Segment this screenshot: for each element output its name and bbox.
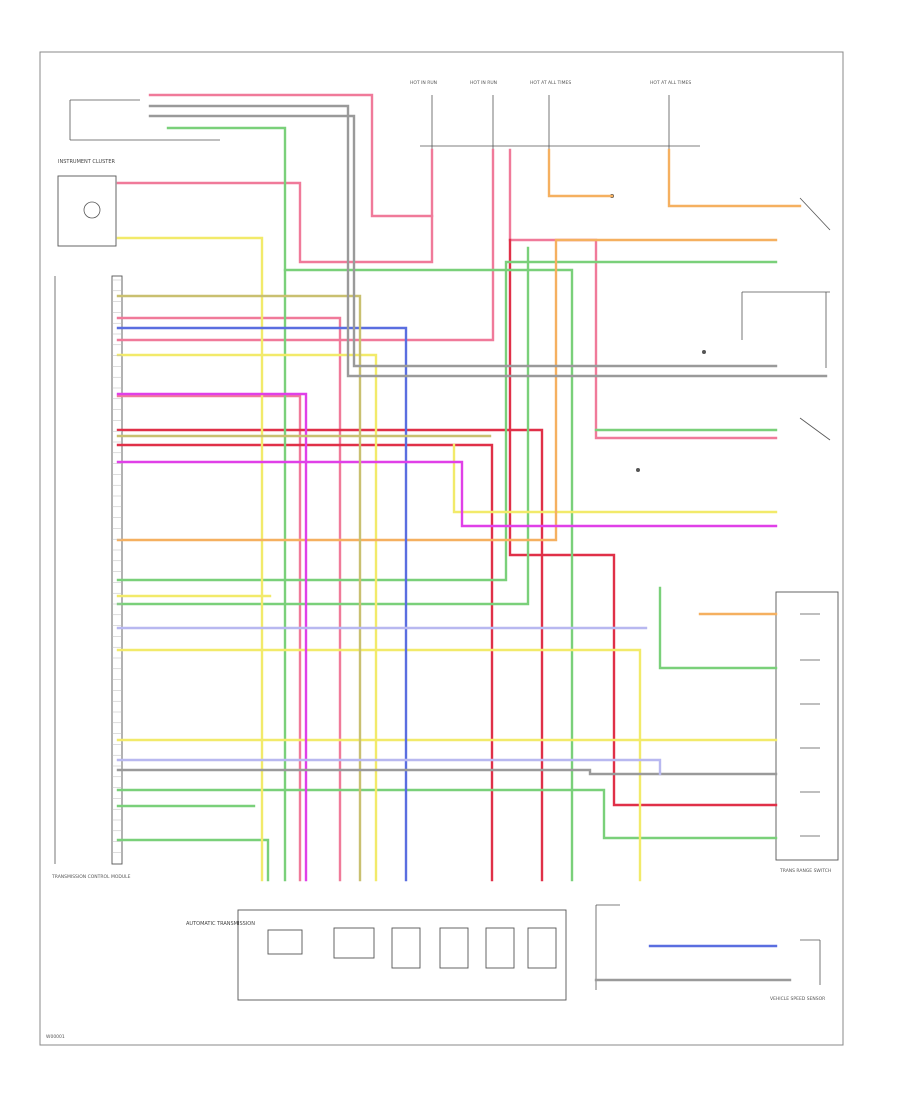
wire-olive-1	[116, 294, 362, 882]
diagram-border	[39, 51, 844, 1046]
instrument-cluster: INSTRUMENT CLUSTER	[57, 99, 220, 247]
vehicle-speed-sensor: VEHICLE SPEED SENSOR	[595, 904, 825, 1002]
wire-green-4	[116, 246, 530, 606]
transmission-control-module: TRANSMISSION CONTROL MODULE	[51, 275, 131, 880]
wire-orange-2	[667, 148, 802, 208]
vss-label: VEHICLE SPEED SENSOR	[770, 996, 825, 1002]
wires	[116, 93, 828, 982]
wire-magenta-1	[116, 392, 308, 882]
wire-green-6	[658, 586, 778, 670]
fuse-label-4: HOT AT ALL TIMES	[650, 80, 691, 86]
wire-lavender-2	[116, 758, 662, 776]
wire-gray-2	[148, 114, 778, 368]
wire-blue-1	[116, 326, 408, 882]
wire-yellow-5	[452, 443, 778, 514]
pcm-label: TRANSMISSION CONTROL MODULE	[51, 874, 131, 880]
wire-pink-4	[116, 316, 342, 882]
fuse-feeds: HOT IN RUN HOT IN RUN HOT AT ALL TIMES H…	[410, 80, 700, 150]
wire-green-7	[116, 788, 778, 840]
wire-yellow-2	[116, 353, 378, 882]
wire-gray-3	[116, 768, 778, 776]
wire-green-5	[116, 838, 270, 882]
wire-yellow-3	[116, 648, 642, 882]
range-switch-label: TRANS RANGE SWITCH	[779, 868, 831, 874]
fuse-label-1: HOT IN RUN	[410, 80, 437, 86]
instrument-cluster-label: INSTRUMENT CLUSTER	[58, 159, 116, 165]
trans-range-switch: TRANS RANGE SWITCH	[775, 591, 839, 874]
wire-green-2	[283, 268, 574, 882]
wire-green-3	[116, 260, 778, 582]
wire-orange-1	[547, 148, 614, 198]
automatic-transmission: AUTOMATIC TRANSMISSION	[186, 909, 567, 1001]
wire-pink-2	[148, 93, 434, 218]
wire-pink-6	[116, 394, 302, 882]
wire-gray-1	[148, 104, 828, 378]
fuse-label-3: HOT AT ALL TIMES	[530, 80, 571, 86]
wire-orange-3	[116, 238, 778, 542]
wire-yellow-1	[116, 236, 264, 882]
wire-magenta-2	[116, 460, 778, 528]
wire-red-2	[116, 443, 494, 882]
wire-red-1	[116, 428, 544, 882]
diagram-code: W00001	[46, 1034, 65, 1040]
fuse-label-2: HOT IN RUN	[470, 80, 497, 86]
wire-green-1	[166, 126, 287, 882]
auto-trans-label: AUTOMATIC TRANSMISSION	[186, 921, 255, 927]
module-pins	[112, 279, 122, 853]
wire-red-3	[508, 238, 778, 807]
wire-pink-1	[116, 148, 434, 264]
wire-pink-3	[116, 148, 495, 342]
